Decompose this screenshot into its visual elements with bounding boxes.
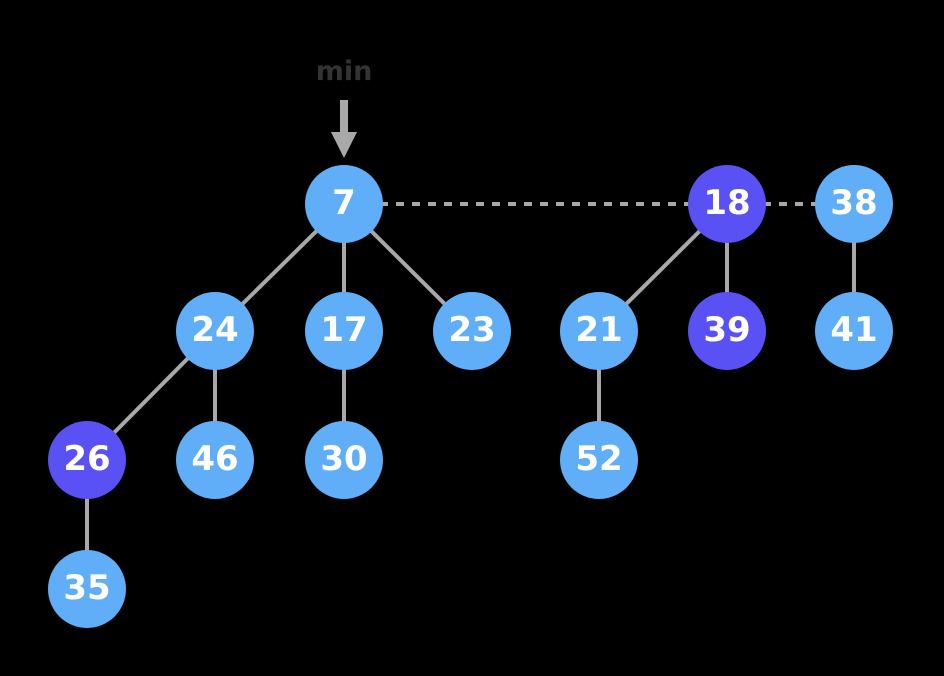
heap-node-value: 38 bbox=[830, 183, 878, 223]
child-edge bbox=[623, 228, 703, 307]
heap-node-value: 46 bbox=[191, 439, 239, 479]
child-edge bbox=[111, 355, 191, 436]
heap-node[interactable]: 17 bbox=[305, 292, 383, 370]
heap-node-value: 18 bbox=[703, 183, 751, 223]
child-edge-group bbox=[85, 228, 856, 552]
heap-node-value: 41 bbox=[830, 310, 878, 350]
heap-node-value: 52 bbox=[575, 439, 623, 479]
heap-node[interactable]: 7 bbox=[305, 165, 383, 243]
heap-node-value: 7 bbox=[332, 183, 356, 223]
heap-node[interactable]: 23 bbox=[433, 292, 511, 370]
heap-node-value: 26 bbox=[63, 439, 111, 479]
heap-node-value: 17 bbox=[320, 310, 368, 350]
heap-node[interactable]: 41 bbox=[815, 292, 893, 370]
heap-node-value: 24 bbox=[191, 310, 239, 350]
heap-node[interactable]: 39 bbox=[688, 292, 766, 370]
heap-node[interactable]: 24 bbox=[176, 292, 254, 370]
heap-node[interactable]: 30 bbox=[305, 421, 383, 499]
heap-node[interactable]: 46 bbox=[176, 421, 254, 499]
heap-node-value: 23 bbox=[448, 310, 496, 350]
heap-node-value: 30 bbox=[320, 439, 368, 479]
heap-node[interactable]: 38 bbox=[815, 165, 893, 243]
heap-node[interactable]: 35 bbox=[48, 550, 126, 628]
heap-node[interactable]: 21 bbox=[560, 292, 638, 370]
min-pointer-label: min bbox=[315, 56, 373, 88]
min-pointer-arrow bbox=[331, 100, 357, 158]
heap-node[interactable]: 52 bbox=[560, 421, 638, 499]
child-edge bbox=[239, 228, 320, 307]
heap-node-value: 21 bbox=[575, 310, 623, 350]
heap-node-value: 39 bbox=[703, 310, 751, 350]
heap-node-value: 35 bbox=[63, 568, 111, 608]
heap-node[interactable]: 18 bbox=[688, 165, 766, 243]
min-arrow-head bbox=[331, 132, 357, 158]
child-edge bbox=[368, 228, 448, 307]
heap-node[interactable]: 26 bbox=[48, 421, 126, 499]
